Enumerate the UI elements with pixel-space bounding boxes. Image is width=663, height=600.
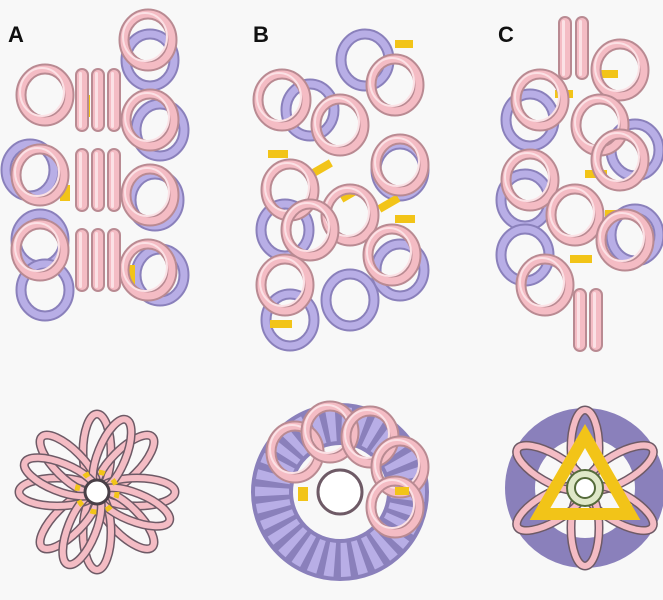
panel-a-side-view — [6, 13, 184, 316]
panel-c-top-view — [510, 410, 659, 566]
panel-c-side-view — [501, 16, 659, 352]
panel-b-top-view — [270, 405, 424, 560]
panel-b-side-view — [257, 34, 424, 346]
panel-a-top-view — [19, 414, 175, 570]
